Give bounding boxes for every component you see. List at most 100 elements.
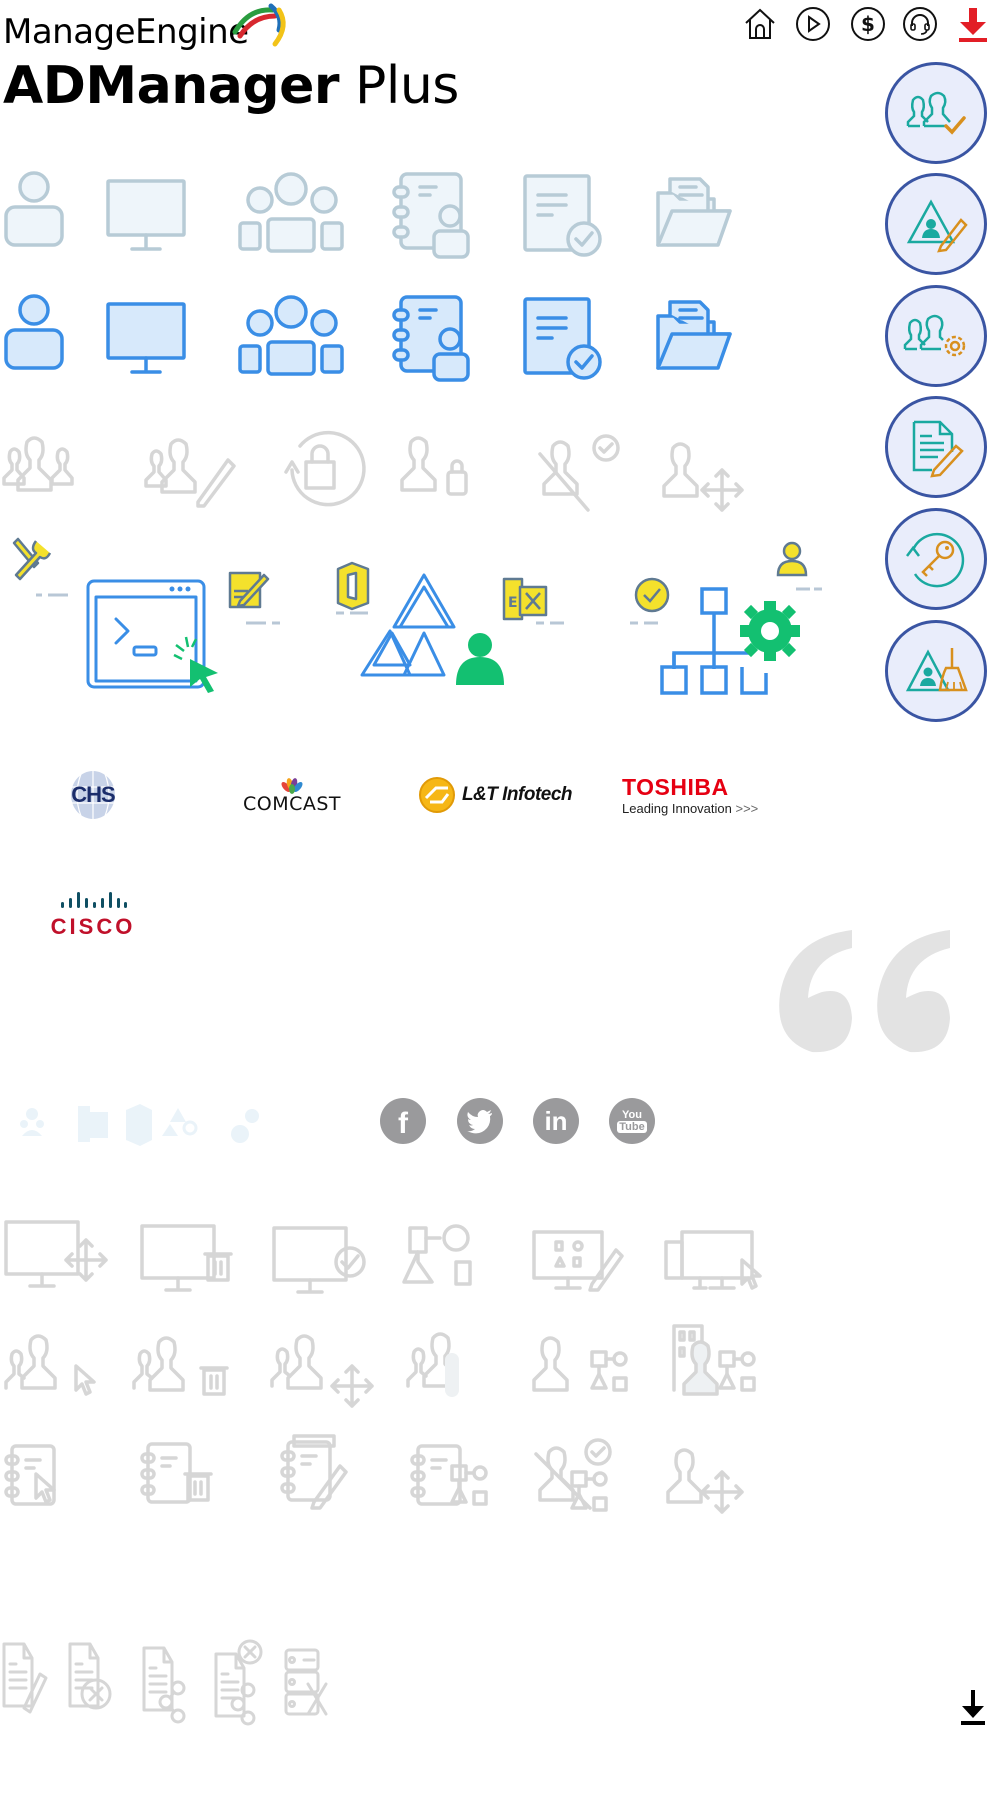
group-icon [238,295,344,376]
computers-select-icon [664,1230,762,1290]
computer-icon [106,179,186,251]
play-icon[interactable] [795,6,831,42]
facebook-icon: f [398,1107,408,1140]
user-management-button[interactable] [885,62,987,164]
cisco-bars-icon [61,892,127,908]
cisco-text: CISCO [50,914,136,939]
ad-edit-icon [906,199,968,253]
download-icon[interactable] [956,6,992,42]
client-logo-toshiba: TOSHIBA Leading Innovation >>> [610,745,780,845]
users-edit-icon [144,438,236,508]
exchange-icon: E [502,577,548,621]
object-hierarchy-icon [402,1224,472,1286]
group-icon [238,172,344,253]
gear-icon [740,601,800,661]
user-settings-icon [903,314,966,357]
computer-check-icon [272,1226,366,1294]
chs-text: CHS [71,782,115,807]
report-approved-icon [523,174,602,257]
document-share-icon [142,1646,186,1724]
youtube-you-text: You [622,1108,642,1121]
user-green-icon [456,633,504,685]
icon-row-light [4,171,732,259]
cursor-click-icon [173,636,218,693]
check-circle-icon [634,577,670,613]
quote-mark-icon [779,930,950,1053]
home-icon[interactable] [742,6,778,42]
product-name: ADManager Plus [3,56,459,116]
report-edit-icon [912,420,964,478]
folder-icon [656,300,732,370]
ad-cleanup-icon [905,648,968,692]
linkedin-link[interactable]: in [533,1098,579,1144]
user-icon [4,294,64,370]
contact-edit-icon [280,1434,348,1510]
computer-delete-icon [140,1224,233,1292]
notes-edit-icon [228,571,270,609]
youtube-tube-text: Tube [617,1120,647,1133]
contact-disabled-hierarchy-icon [534,1438,612,1512]
ad-search-icon [162,1108,198,1136]
ad-edit-button[interactable] [885,173,987,275]
company-name: ManageEngine [3,12,249,52]
product-name-light: Plus [355,56,459,116]
contact-select-icon [4,1444,56,1506]
user-icon [4,171,64,247]
gears-faint-icon [231,1109,259,1143]
facebook-link[interactable]: f [380,1098,426,1144]
lt-infotech-text: L&T Infotech [461,784,573,805]
document-edit-icon [2,1642,48,1714]
user-settings-button[interactable] [885,285,987,387]
users-move-icon [270,1334,374,1408]
report-approved-icon [523,297,602,380]
user-hierarchy-icon [532,1336,628,1392]
footer-download-button[interactable] [958,1690,988,1726]
svg-text:E: E [508,595,518,611]
report-edit-button[interactable] [885,396,987,498]
icon-row-blue [4,294,732,382]
users-shadow-icon [406,1332,459,1397]
faint-icon-row [20,1104,259,1146]
dollar-icon[interactable]: $ [850,6,886,42]
user-yellow-icon [776,541,808,577]
contact-delete-icon [140,1442,213,1504]
download-icon [961,1690,985,1725]
toshiba-tagline: Leading Innovation >>> [622,801,758,816]
user-move-icon [662,442,744,512]
linkedin-icon: in [544,1106,568,1136]
users-select-icon [4,1334,96,1396]
password-reset-icon [906,532,965,588]
toshiba-tagline-text: Leading Innovation [622,801,732,816]
computer-icon [106,302,186,374]
twitter-link[interactable] [457,1098,503,1144]
document-icon-row [2,1639,328,1726]
contact-icon [392,172,470,259]
users-delete-icon [132,1336,229,1396]
comcast-text: COMCAST [242,793,342,815]
toshiba-text: TOSHIBA [622,774,729,800]
contact-move-icon [666,1448,744,1514]
toshiba-arrows: >>> [735,801,759,816]
user-disabled-icon [538,434,620,512]
password-reset-button[interactable] [885,508,987,610]
hierarchy-triangles-icon [360,573,456,677]
ad-cleanup-button[interactable] [885,620,987,722]
gray-icon-grid [4,1220,762,1514]
lt-emblem-icon [418,777,455,813]
youtube-link[interactable]: You Tube [609,1098,655,1144]
contact-icon [392,295,470,382]
tools-icon [12,537,52,581]
org-chart-icon [660,587,768,695]
office-faint-icon [126,1104,152,1146]
peacock-icon [281,778,303,794]
support-headset-icon[interactable] [902,6,938,42]
contact-hierarchy-icon [410,1444,488,1506]
team-icon [20,1108,44,1136]
building-user-hierarchy-icon [672,1324,756,1396]
user-lock-icon [400,436,468,496]
twitter-icon [467,1110,492,1134]
computer-shapes-edit-icon [532,1230,624,1292]
globe-icon [71,771,115,819]
client-logo-cisco: CISCO [8,865,178,965]
client-logo-chs: CHS [8,745,178,845]
